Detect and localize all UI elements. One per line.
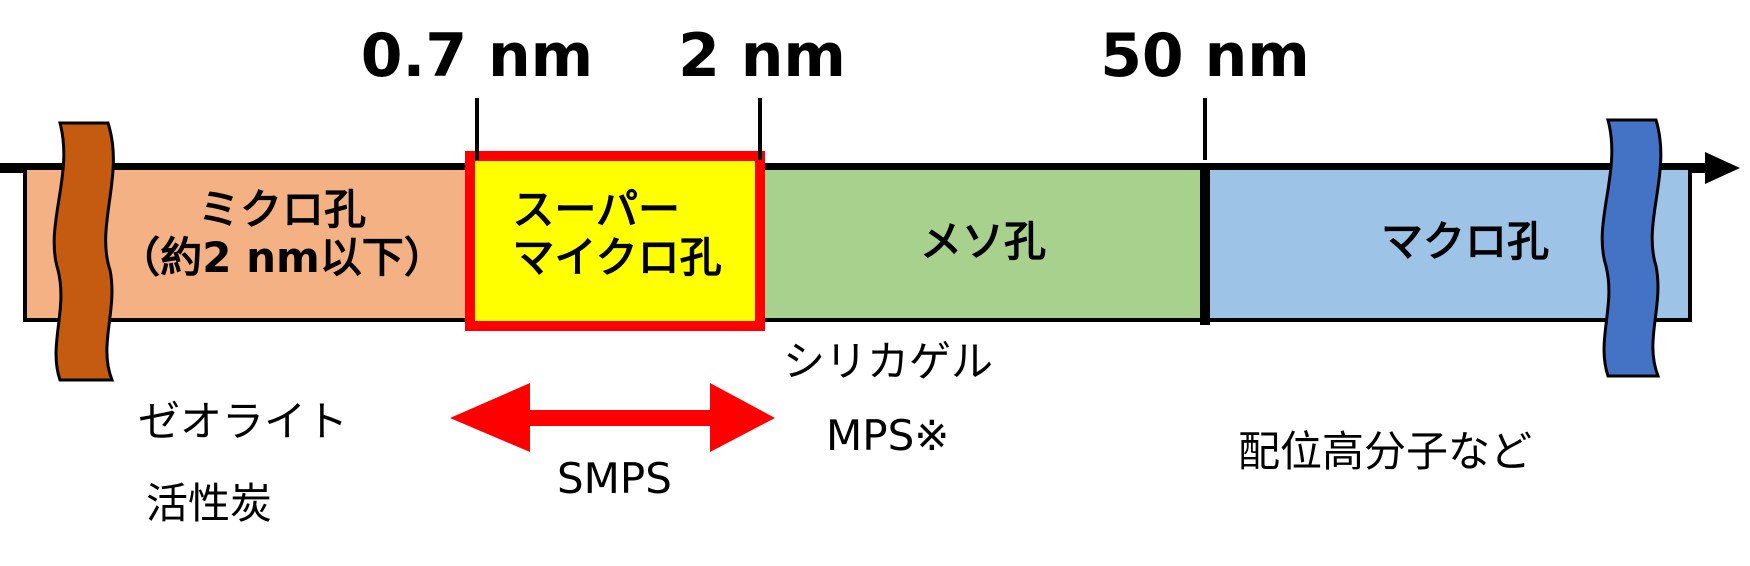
example-silica-gel: シリカゲル (783, 337, 994, 386)
meso-pore-label: メソ孔 (919, 217, 1047, 266)
super-micro-pore-label-line1: スーパー (512, 185, 681, 234)
meso-band (758, 166, 1207, 322)
micro-pore-label-line2: （約2 nm以下） (118, 233, 446, 283)
super-micro-band (465, 151, 765, 331)
tick-label-0-7nm: 0.7 nm (360, 21, 594, 91)
tick-label-50nm: 50 nm (1100, 21, 1310, 91)
example-activated-carbon: 活性炭 (146, 479, 273, 528)
super-micro-pore-label-line2: マイクロ孔 (512, 233, 722, 283)
example-coordination-polymers: 配位高分子など (1238, 427, 1533, 476)
micro-pore-label: ミクロ孔 （約2 nm以下） (118, 185, 446, 283)
super-micro-pore-label: スーパー マイクロ孔 (512, 185, 722, 283)
example-mps: MPS※ (826, 411, 950, 460)
right-break-mark (1600, 118, 1663, 378)
micro-pore-label-line1: ミクロ孔 (197, 185, 367, 234)
smps-label: SMPS (557, 454, 672, 503)
tick-label-2nm: 2 nm (678, 21, 846, 91)
macro-pore-label: マクロ孔 (1380, 217, 1550, 266)
axis-arrowhead (1705, 152, 1740, 184)
left-break-mark (52, 121, 115, 382)
smps-double-arrow (450, 383, 775, 452)
example-zeolite: ゼオライト (138, 397, 349, 446)
